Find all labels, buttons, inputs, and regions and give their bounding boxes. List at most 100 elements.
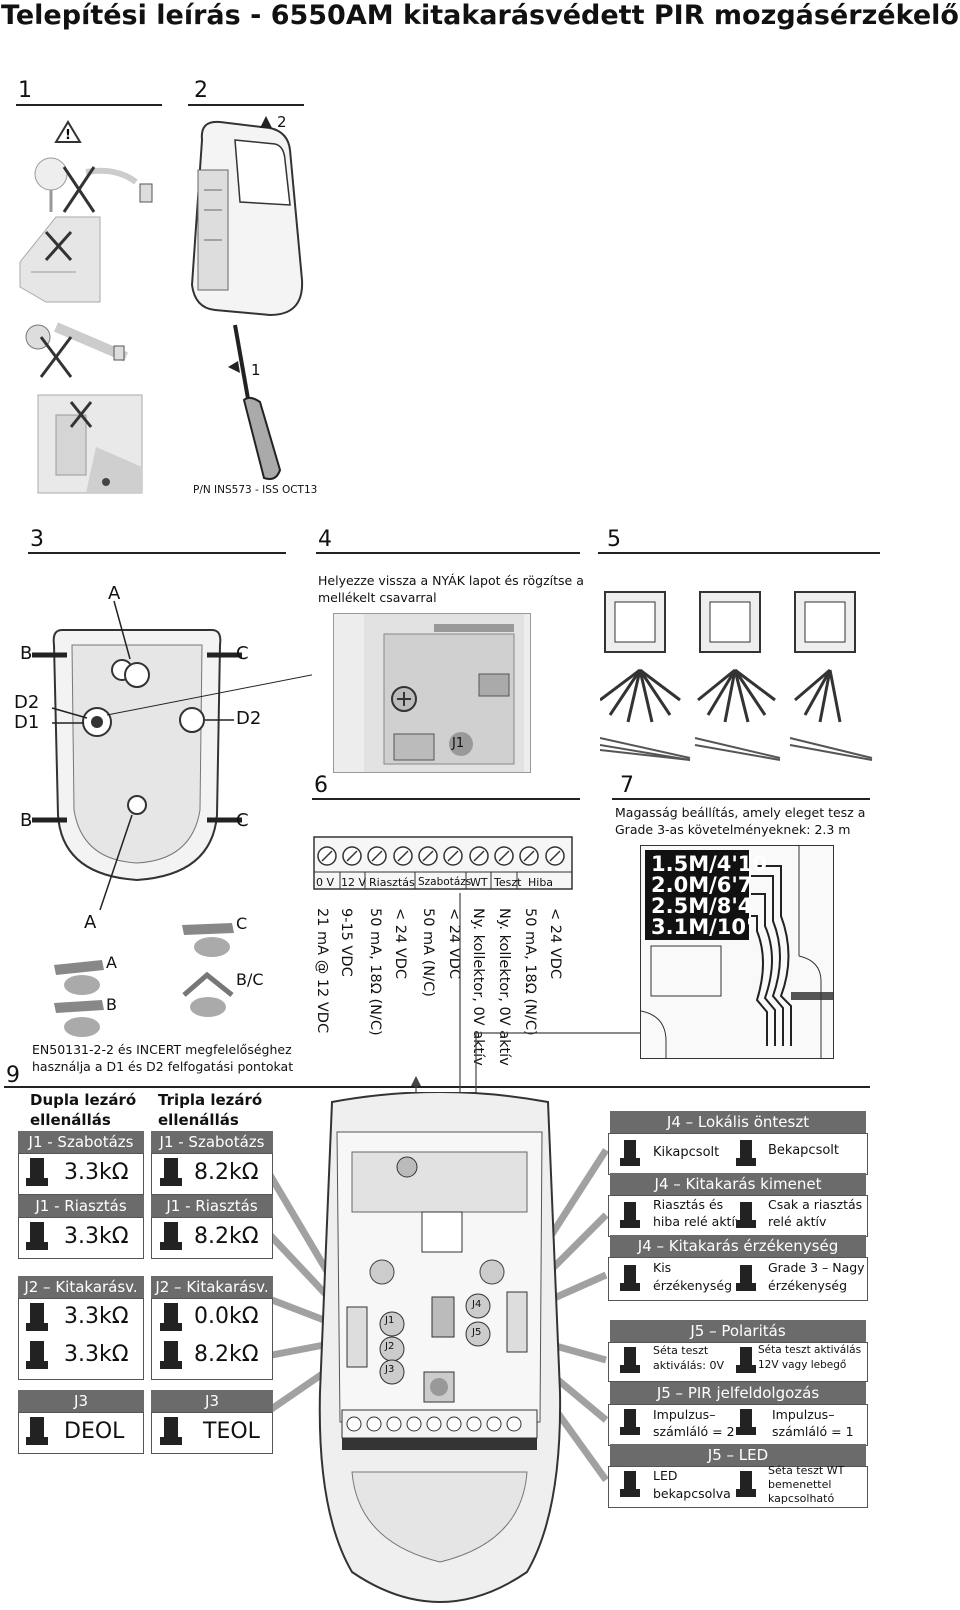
- jumper-icon: [160, 1158, 182, 1186]
- jumper-icon: [620, 1202, 640, 1228]
- j4-sensitivity-a-line1: Kis: [653, 1260, 672, 1275]
- label-c-bottom: C: [236, 810, 249, 831]
- board-label-j3: J3: [385, 1364, 395, 1375]
- j5-pir-a-line2: számláló = 2: [653, 1424, 735, 1439]
- part-number: P/N INS573 - ISS OCT13: [193, 484, 318, 496]
- jumper-icon: [26, 1222, 48, 1250]
- svg-text:!: !: [65, 128, 71, 143]
- section-2-number: 2: [194, 78, 208, 103]
- jumper-icon: [620, 1409, 640, 1435]
- j4-mask-output-a-line1: Riasztás és: [653, 1197, 724, 1212]
- height-option-2: 2.0M/6'7: [651, 873, 753, 897]
- warning-illustrations: !: [19, 120, 153, 494]
- j4-sensitivity-header: J4 – Kitakarás érzékenység: [610, 1235, 866, 1257]
- spec-wt: Ny. kollektor, 0V aktív: [470, 908, 486, 1066]
- fig4-text-line2: mellékelt csavarral: [318, 590, 437, 605]
- label-b-top: B: [20, 643, 33, 664]
- col1-j1-tamper-header: J1 - Szabotázs: [18, 1131, 144, 1153]
- terminal-wt: WT: [470, 876, 488, 889]
- spec-current: 21 mA @ 12 VDC: [314, 908, 330, 1034]
- j5-polarity-a-line2: aktiválás: 0V: [653, 1359, 724, 1372]
- j4-sensitivity-b-line2: érzékenység: [768, 1278, 848, 1293]
- fig4-text-line1: Helyezze vissza a NYÁK lapot és rögzítse…: [318, 573, 584, 588]
- j5-pir-a-line1: Impulzus–: [653, 1407, 716, 1422]
- jumper-icon: [736, 1202, 756, 1228]
- height-options: 1.5M/4'10 2.0M/6'7 2.5M/8'4 3.1M/10': [645, 850, 768, 940]
- j5-pir-b-line2: számláló = 1: [772, 1424, 854, 1439]
- jumper-icon: [736, 1265, 756, 1291]
- j5-pir-header: J5 – PIR jelfeldolgozás: [610, 1382, 866, 1404]
- label-d2-right: D2: [236, 708, 262, 729]
- j4-mask-output-a-line2: hiba relé aktív: [653, 1214, 743, 1229]
- terminal-test: Teszt: [494, 876, 522, 889]
- col2-j1-alarm-header: J1 - Riasztás: [151, 1195, 273, 1217]
- section-9-rule: [4, 1086, 870, 1088]
- col2-title-line1: Tripla lezáró: [158, 1091, 263, 1109]
- terminal-tamper: Szabotázs: [418, 876, 472, 888]
- mounting-base-diagram: [32, 600, 312, 1037]
- section-6-number: 6: [314, 773, 328, 798]
- jumper-icon: [620, 1347, 640, 1373]
- jumper-icon: [26, 1341, 48, 1369]
- page-title: Telepítési leírás - 6550AM kitakarásvéde…: [1, 0, 959, 31]
- spec-tamper-current: 50 mA (N/C): [420, 908, 436, 997]
- mounting-note-line2: használja a D1 és D2 felfogatási pontoka…: [32, 1059, 294, 1074]
- j5-led-b-line3: kapcsolható: [768, 1492, 835, 1505]
- j5-led-b-line1: Séta teszt WT: [768, 1464, 845, 1477]
- j5-pir-b-line1: Impulzus–: [772, 1407, 835, 1422]
- j4-mask-output-box: [608, 1195, 868, 1237]
- section-3-number: 3: [30, 527, 44, 552]
- jumper-icon: [160, 1417, 182, 1445]
- col1-j2-value-1: 3.3kΩ: [64, 1304, 129, 1329]
- jumper-icon: [736, 1409, 756, 1435]
- j5-led-box: [608, 1466, 868, 1508]
- arrow-label-2: 2: [277, 113, 287, 131]
- radiator-icon: [19, 216, 101, 303]
- col1-j1-alarm-header: J1 - Riasztás: [18, 1195, 144, 1217]
- j5-polarity-b-line2: 12V vagy lebegő: [758, 1359, 847, 1371]
- section-7-number: 7: [620, 773, 634, 798]
- j4-sensitivity-a-line2: érzékenység: [653, 1278, 733, 1293]
- col2-j3-value: TEOL: [203, 1419, 260, 1444]
- section-7-rule: [612, 798, 870, 800]
- board-label-j1: J1: [385, 1315, 395, 1326]
- arrow-label-1: 1: [251, 361, 261, 379]
- jumper-icon: [736, 1471, 756, 1497]
- jumper-icons-left: [26, 1158, 182, 1445]
- jumper-icon: [26, 1303, 48, 1331]
- col2-j1-alarm-value: 8.2kΩ: [194, 1224, 259, 1249]
- jumper-icon: [160, 1222, 182, 1250]
- room-icon: [37, 394, 143, 494]
- jumper-icons-right: [620, 1140, 756, 1497]
- j4-mask-output-b-line1: Csak a riasztás: [768, 1197, 863, 1212]
- col1-j2-value-2: 3.3kΩ: [64, 1342, 129, 1367]
- terminal-alarm: Riasztás: [369, 876, 415, 889]
- label-d2-left: D2: [14, 692, 40, 713]
- j4-mask-output-header: J4 – Kitakarás kimenet: [610, 1173, 866, 1195]
- col1-j3-value: DEOL: [64, 1419, 125, 1444]
- col2-j1-tamper-header: J1 - Szabotázs: [151, 1131, 273, 1153]
- j5-polarity-a-line1: Séta teszt: [653, 1344, 709, 1357]
- section-3-rule: [28, 552, 286, 554]
- spec-alarm-voltage: < 24 VDC: [392, 908, 408, 980]
- col2-j2-value-2: 8.2kΩ: [194, 1342, 259, 1367]
- col1-j2-header: J2 – Kitakarásv.: [18, 1276, 144, 1298]
- j4-self-test-on: Bekapcsolt: [768, 1143, 840, 1158]
- board-label-j4: J4: [472, 1299, 482, 1310]
- jumper-icon: [620, 1265, 640, 1291]
- terminal-block: [313, 836, 573, 890]
- spec-test: Ny. kollektor, 0V aktív: [496, 908, 512, 1066]
- pcb-screw-photo: [333, 613, 531, 773]
- height-option-1: 1.5M/4'10: [651, 852, 768, 876]
- j5-polarity-b-line1: Séta teszt aktiválás: [758, 1344, 862, 1356]
- j5-polarity-header: J5 – Polaritás: [610, 1320, 866, 1342]
- jumper-icon: [160, 1341, 182, 1369]
- terminal-12v: 12 V: [341, 876, 367, 889]
- terminal-0v: 0 V: [316, 876, 335, 889]
- board-label-j2: J2: [385, 1341, 395, 1352]
- jumper-icon: [620, 1140, 640, 1166]
- fig4-pcb-label: J1: [452, 736, 465, 751]
- detector-board-illustration: [318, 1092, 562, 1603]
- col1-title-line2: ellenállás: [30, 1111, 111, 1129]
- jumper-icon: [736, 1140, 756, 1166]
